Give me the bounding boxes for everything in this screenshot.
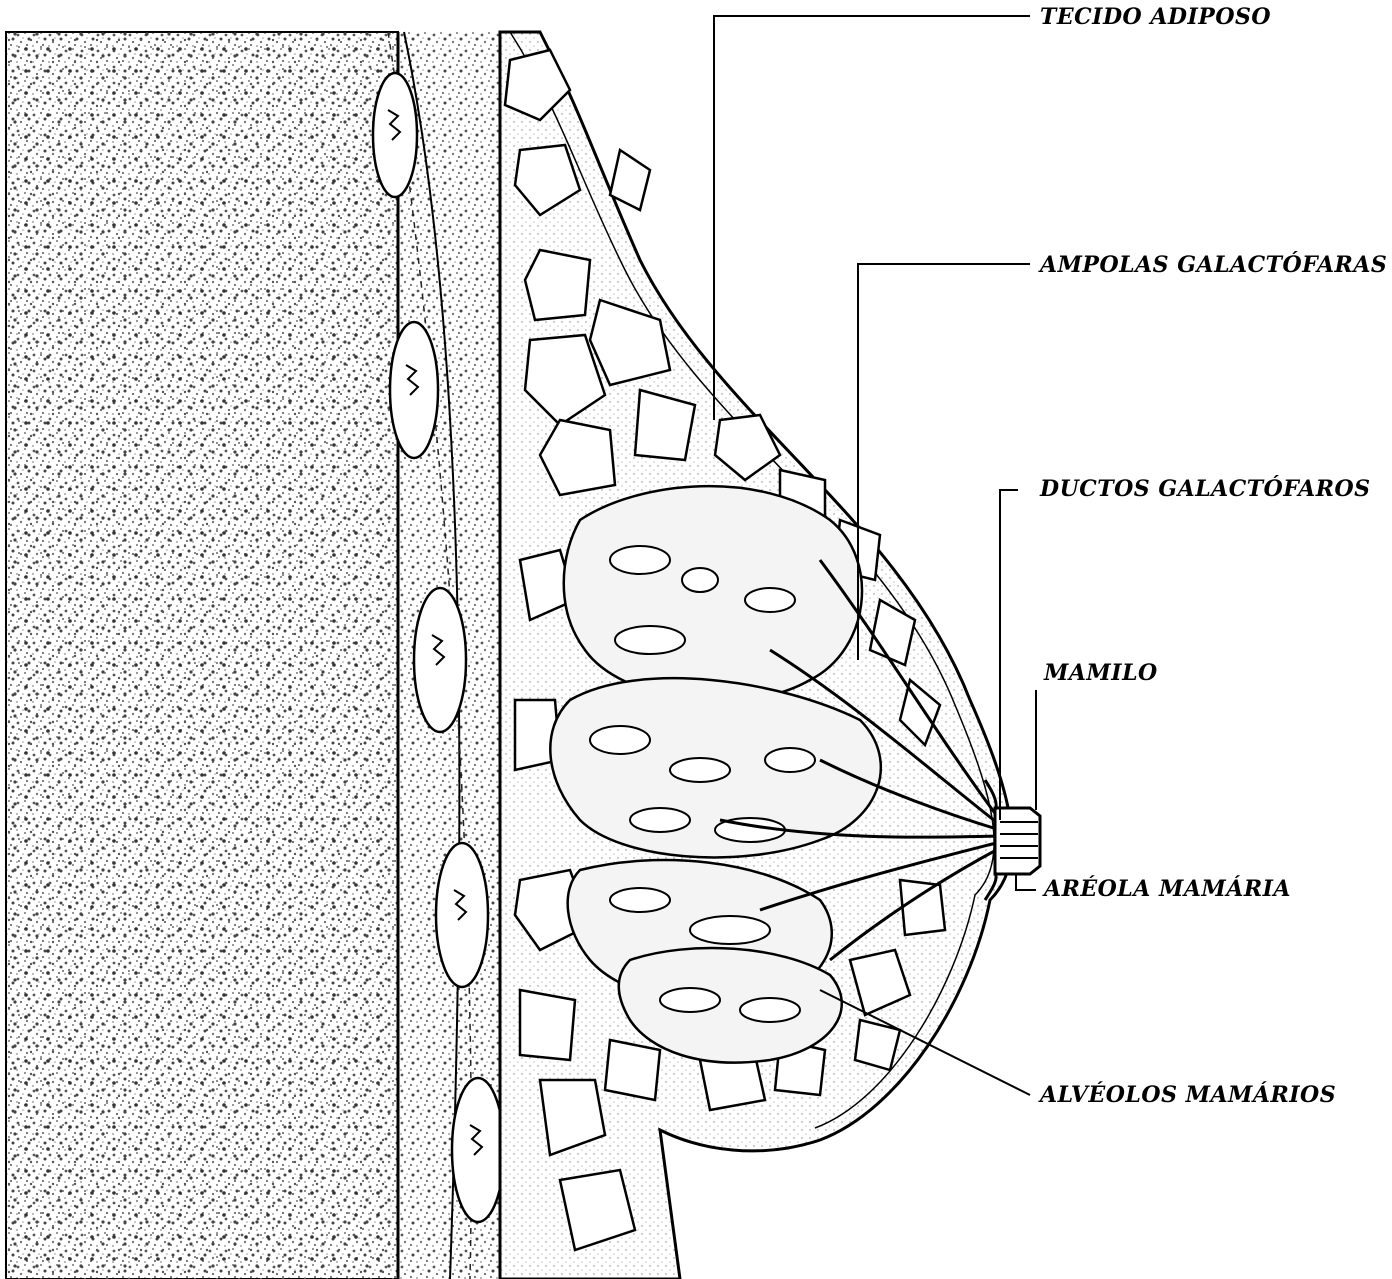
- label-alveolos-mamarios: ALVÉOLOS MAMÁRIOS: [1040, 1082, 1336, 1108]
- leader-ductos-galactoforos: [1000, 490, 1018, 820]
- nipple: [995, 808, 1040, 874]
- chest-wall: [6, 32, 398, 1279]
- leader-areola-mamaria: [1016, 874, 1036, 890]
- leader-tecido-adiposo: [714, 16, 1030, 420]
- label-ductos-galactoforos: DUCTOS GALACTÓFAROS: [1040, 476, 1371, 502]
- label-mamilo: MAMILO: [1044, 660, 1158, 686]
- label-tecido-adiposo: TECIDO ADIPOSO: [1040, 4, 1271, 30]
- label-areola-mamaria: ARÉOLA MAMÁRIA: [1044, 876, 1291, 902]
- label-ampolas-galactoforas: AMPOLAS GALACTÓFARAS: [1040, 252, 1387, 278]
